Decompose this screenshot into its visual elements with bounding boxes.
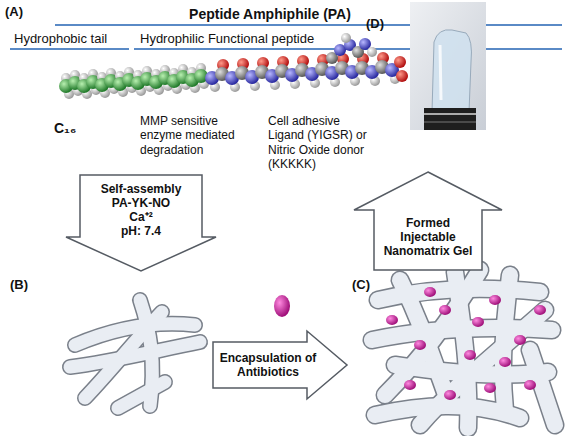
antibiotic-capsule: [274, 295, 290, 317]
arrow-text-area: Self-assemblyPA-YK-NOCa⁺²pH: 7.4: [66, 182, 216, 238]
panel-label: (D): [366, 16, 384, 32]
figure-title: Peptide Amphiphile (PA): [150, 6, 390, 23]
annotation: Cell adhesive Ligand (YIGSR) or Nitric O…: [268, 114, 372, 172]
block-arrow-up: Formed Injectable Nanomatrix Gel: [354, 172, 502, 270]
panel-label: (C): [352, 277, 370, 293]
block-arrow-right: Encapsulation of Antibiotics: [213, 331, 347, 399]
arrow-text: Formed Injectable Nanomatrix Gel: [380, 216, 476, 258]
chain-label: C₁₆: [54, 120, 76, 137]
arrow-text: PA-YK-NO: [66, 196, 216, 210]
arrow-shape: [354, 172, 502, 270]
panel-label: (A): [5, 4, 23, 20]
arrow-text-area: Formed Injectable Nanomatrix Gel: [380, 216, 476, 258]
arrow-text: Self-assembly: [66, 182, 216, 196]
region-label: Hydrophilic Functional peptide: [140, 31, 314, 47]
arrow-shape: [213, 331, 347, 399]
region-label: Hydrophobic tail: [14, 31, 107, 47]
arrow-text: Encapsulation of Antibiotics: [213, 351, 323, 379]
arrow-text: Ca⁺²: [66, 210, 216, 224]
arrow-shape: [66, 175, 216, 271]
arrow-text: pH: 7.4: [66, 224, 216, 238]
panel-label: (B): [10, 277, 28, 293]
block-arrow-down: Self-assemblyPA-YK-NOCa⁺²pH: 7.4: [66, 175, 216, 271]
arrow-text-area: Encapsulation of Antibiotics: [213, 351, 323, 379]
annotation: MMP sensitive enzyme mediated degradatio…: [140, 114, 240, 157]
